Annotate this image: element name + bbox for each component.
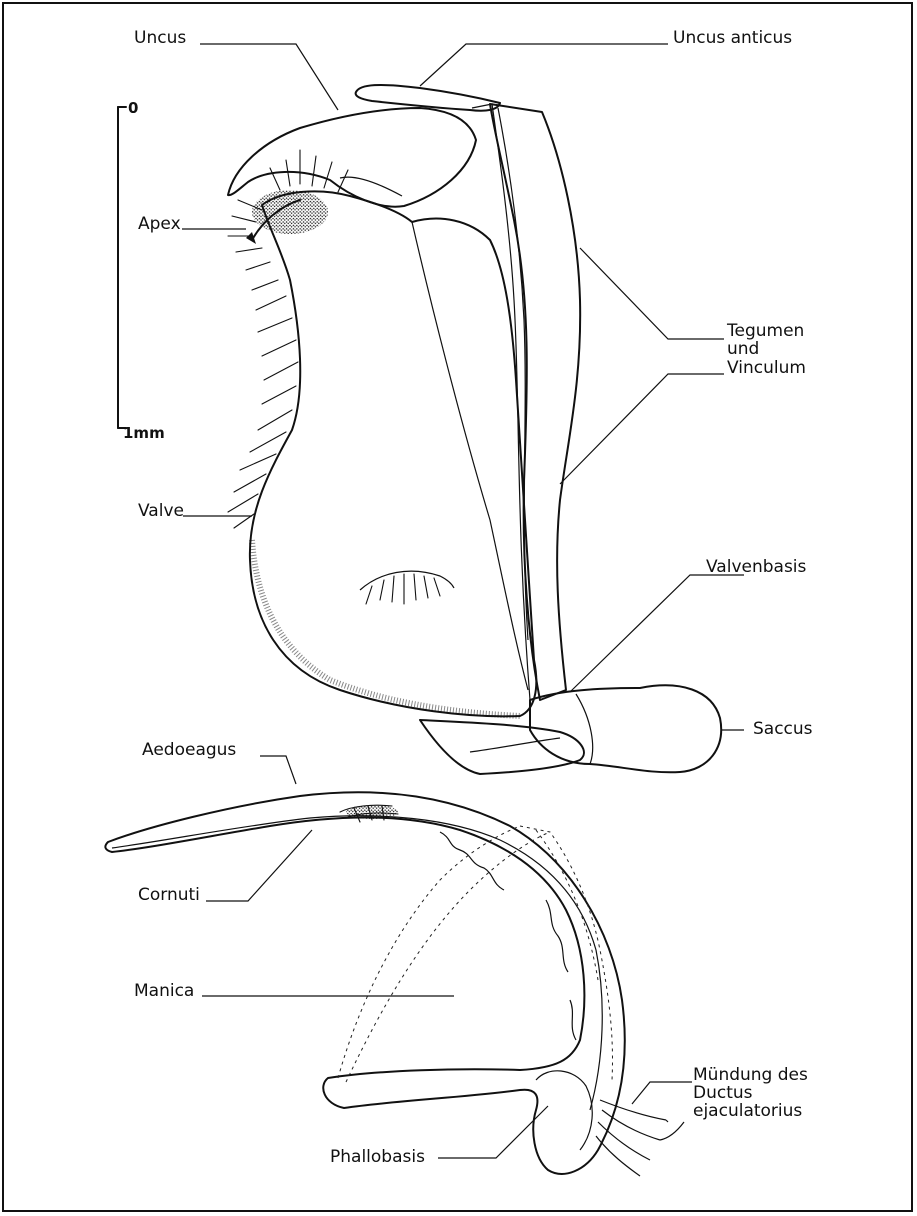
label-cornuti: Cornuti — [138, 885, 200, 905]
ductus-drawing — [596, 1100, 684, 1176]
scale-top-label: 0 — [128, 99, 138, 117]
tegumen-vinculum-drawing — [472, 104, 580, 700]
label-aedoeagus: Aedoeagus — [142, 740, 236, 760]
label-phallobasis: Phallobasis — [330, 1147, 425, 1167]
label-uncus: Uncus — [134, 28, 186, 48]
label-apex: Apex — [138, 214, 181, 234]
label-manica: Manica — [134, 981, 194, 1001]
label-tegumen-1: Tegumen — [726, 321, 804, 341]
label-uncus-anticus: Uncus anticus — [673, 28, 792, 48]
label-saccus: Saccus — [753, 719, 813, 739]
label-muendung-1: Mündung des — [693, 1065, 808, 1085]
label-muendung-3: ejaculatorius — [693, 1101, 802, 1121]
label-valvenbasis: Valvenbasis — [706, 557, 807, 577]
label-muendung-2: Ductus — [693, 1083, 753, 1103]
scale-bar: 0 1mm — [118, 99, 165, 442]
valvenbasis-drawing — [420, 720, 584, 774]
valve-drawing — [246, 190, 536, 716]
uncus-drawing — [228, 108, 476, 207]
label-tegumen-3: Vinculum — [727, 358, 806, 378]
label-valve: Valve — [138, 501, 184, 521]
manica-drawing — [338, 826, 613, 1082]
scale-bottom-label: 1mm — [123, 424, 165, 442]
label-tegumen-2: und — [727, 339, 759, 359]
saccus-drawing — [530, 685, 721, 772]
